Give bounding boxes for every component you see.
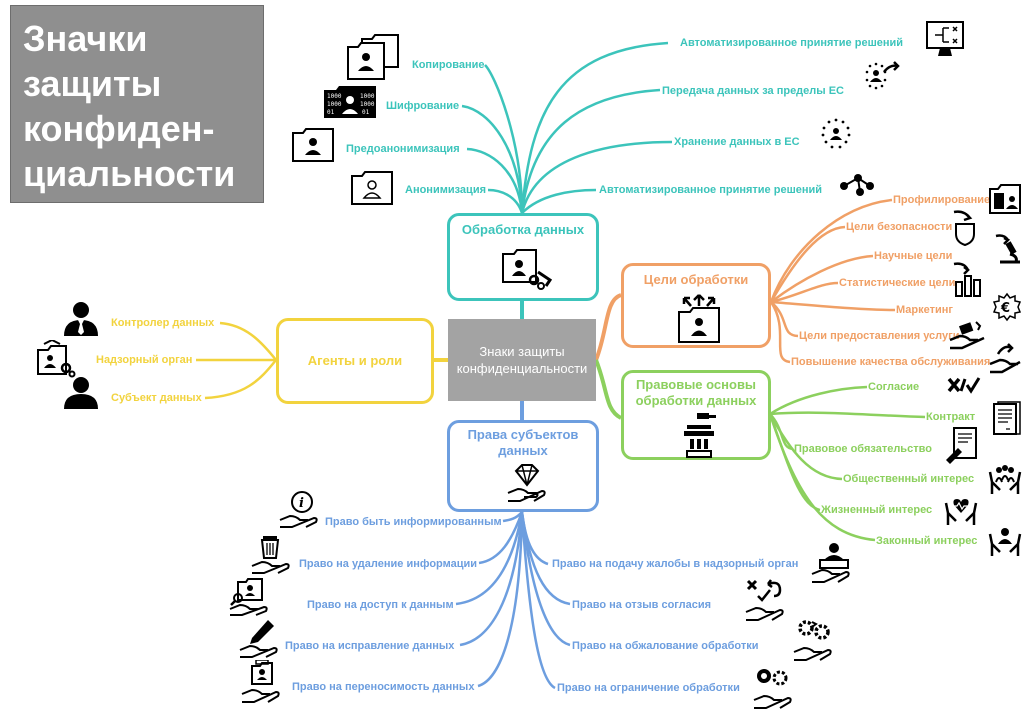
leaf-right-to-withdraw-consent[interactable]: Право на отзыв согласия	[572, 599, 712, 611]
object-hand-icon	[793, 620, 832, 661]
node-data-subject-rights[interactable]: Права субъектов данных	[447, 420, 599, 512]
vital-interest-icon	[944, 499, 978, 525]
restrict-hand-icon	[753, 669, 792, 709]
page-title: Значки защиты конфиден- циальности	[23, 18, 236, 194]
diamond-hand-icon	[507, 464, 546, 502]
leaf-consent[interactable]: Согласие	[868, 381, 920, 393]
public-interest-icon	[988, 465, 1022, 494]
trash-hand-icon	[251, 536, 290, 574]
title-panel: Значки защиты конфиден- циальности	[10, 5, 264, 203]
svg-text:i: i	[299, 496, 304, 511]
leaf-legitimate-interest[interactable]: Законный интерес	[876, 535, 978, 547]
leaf-service-improvement[interactable]: Повышение качества обслуживания	[791, 356, 991, 368]
leaf-storage-in-eu[interactable]: Хранение данных в ЕС	[674, 136, 800, 148]
shield-icon	[953, 210, 975, 246]
leaf-scientific-purposes[interactable]: Научные цели	[874, 250, 953, 262]
authority-icon	[37, 340, 76, 378]
svg-text:1000: 1000	[327, 101, 342, 108]
bar-chart-icon	[953, 262, 981, 297]
node-legal-basis[interactable]: Правовые основы обработки данных	[621, 370, 771, 460]
service-hand-icon	[949, 321, 985, 350]
encrypted-folder-icon: 1000 1000 01 1000 1000 01	[324, 86, 376, 118]
leaf-anonymization[interactable]: Анонимизация	[405, 184, 486, 196]
leaf-marketing[interactable]: Маркетинг	[896, 304, 953, 316]
svg-text:€: €	[1000, 301, 1010, 316]
svg-text:01: 01	[362, 109, 370, 116]
leaf-right-to-complain[interactable]: Право на подачу жалобы в надзорный орган	[552, 558, 799, 570]
leaf-statistical-purposes[interactable]: Статистические цели	[839, 277, 956, 289]
leaf-right-to-rectification[interactable]: Право на исправление данных	[285, 640, 455, 652]
complaint-hand-icon	[811, 543, 850, 583]
contract-icon	[993, 401, 1021, 435]
copy-folder-icon	[347, 34, 399, 80]
leaf-copying[interactable]: Копирование	[412, 59, 485, 71]
node-data-processing[interactable]: Обработка данных	[447, 213, 599, 301]
network-decision-icon	[840, 174, 874, 196]
improvement-hand-icon	[989, 343, 1021, 374]
leaf-pseudonymization[interactable]: Предоанонимизация	[346, 143, 460, 155]
eu-storage-icon	[821, 118, 851, 149]
signed-document-icon	[946, 427, 977, 464]
anonymized-folder-icon	[351, 171, 393, 205]
leaf-legal-obligation[interactable]: Правовое обязательство	[794, 443, 932, 455]
leaf-encryption[interactable]: Шифрование	[386, 100, 460, 112]
pseudonymized-folder-icon	[292, 128, 334, 162]
leaf-right-to-be-informed[interactable]: Право быть информированным	[325, 516, 502, 528]
leaf-vital-interest[interactable]: Жизненный интерес	[821, 504, 933, 516]
leaf-automated-decision-1[interactable]: Автоматизированное принятие решений	[680, 37, 904, 49]
leaf-automated-decision-2[interactable]: Автоматизированное принятие решений	[599, 184, 823, 196]
leaf-transfer-outside-eu[interactable]: Передача данных за пределы ЕС	[662, 85, 844, 97]
access-hand-icon	[229, 578, 268, 616]
pen-hand-icon	[239, 620, 278, 658]
gavel-icon	[684, 413, 716, 458]
leaf-supervisory-authority[interactable]: Надзорный орган	[96, 354, 193, 366]
leaf-right-of-access[interactable]: Право на доступ к данным	[307, 599, 454, 611]
euro-icon: €	[992, 292, 1022, 322]
withdraw-hand-icon	[745, 579, 784, 621]
leaf-service-provision[interactable]: Цели предоставления услуги	[799, 330, 960, 342]
monitor-decision-icon	[926, 21, 964, 56]
svg-text:1000: 1000	[360, 101, 375, 108]
node-data-processing-label: Обработка данных	[461, 222, 585, 237]
svg-text:1000: 1000	[360, 93, 375, 100]
subject-person-icon	[64, 377, 98, 409]
node-processing-purposes[interactable]: Цели обработки	[621, 263, 771, 348]
node-agents-roles[interactable]: Агенты и роли	[276, 318, 434, 404]
leaf-contract[interactable]: Контракт	[926, 411, 976, 423]
controller-person-icon	[64, 302, 98, 336]
folder-person-gears-icon	[502, 249, 553, 290]
folder-arrows-icon	[678, 294, 720, 343]
profiling-icon	[989, 184, 1021, 214]
central-node[interactable]: Знаки защиты конфиденциальности	[448, 319, 596, 401]
node-legal-basis-label: Правовые основы обработки данных	[635, 377, 757, 408]
svg-text:1000: 1000	[327, 93, 342, 100]
microscope-icon	[995, 234, 1020, 264]
leaf-data-controller[interactable]: Контролер данных	[111, 317, 215, 329]
cross-check-icon	[947, 377, 981, 394]
node-processing-purposes-label: Цели обработки	[643, 272, 749, 287]
svg-text:01: 01	[327, 109, 335, 116]
portability-hand-icon	[241, 660, 280, 703]
node-agents-roles-label: Агенты и роли	[307, 353, 403, 368]
leaf-profiling[interactable]: Профилирование	[893, 194, 991, 206]
eu-transfer-icon	[865, 61, 900, 90]
leaf-right-to-portability[interactable]: Право на переносимость данных	[292, 681, 475, 693]
leaf-public-interest[interactable]: Общественный интерес	[843, 473, 975, 485]
leaf-right-to-erasure[interactable]: Право на удаление информации	[299, 558, 478, 570]
legitimate-interest-icon	[988, 528, 1022, 556]
leaf-security-purposes[interactable]: Цели безопасности	[846, 221, 953, 233]
leaf-right-to-restriction[interactable]: Право на ограничение обработки	[557, 682, 740, 694]
leaf-data-subject[interactable]: Субъект данных	[111, 392, 202, 404]
leaf-right-to-object[interactable]: Право на обжалование обработки	[572, 640, 759, 652]
info-hand-icon: i	[279, 491, 318, 528]
node-data-subject-rights-label: Права субъектов данных	[467, 427, 579, 458]
